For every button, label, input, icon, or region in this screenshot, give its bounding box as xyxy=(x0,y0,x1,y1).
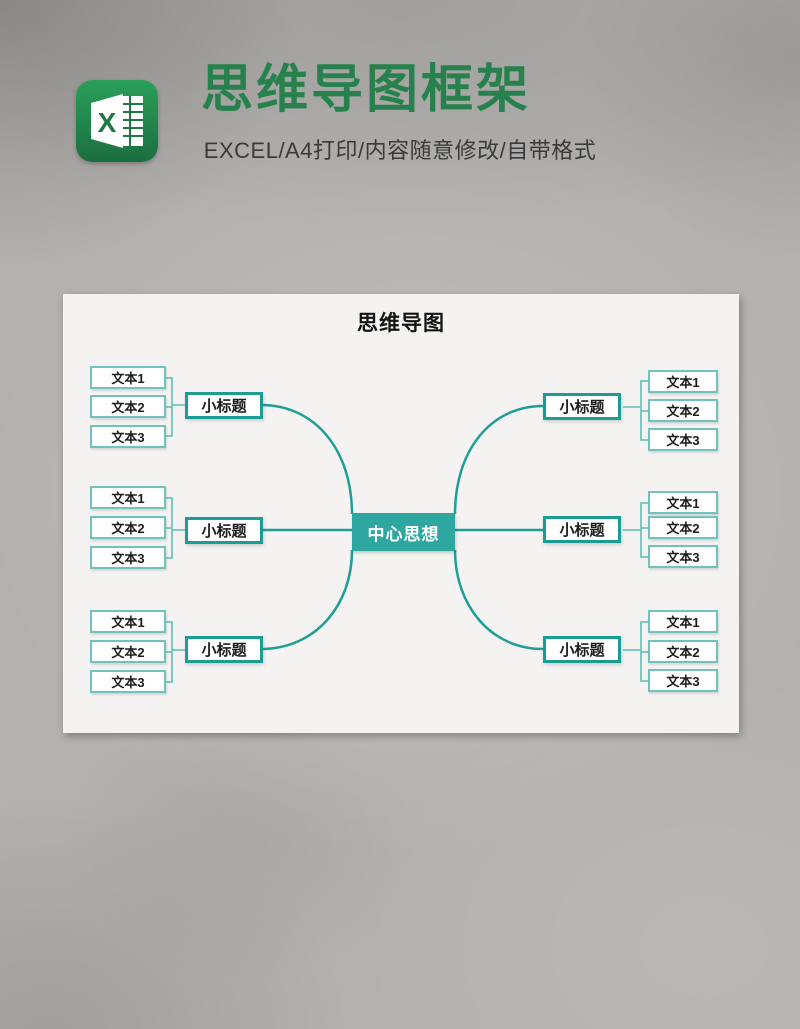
leaf-left-top-2: 文本2 xyxy=(90,395,166,418)
excel-icon: X xyxy=(76,80,158,162)
curve-left-bottom xyxy=(260,549,354,651)
leaf-right-top-3: 文本3 xyxy=(648,428,718,451)
branch-title-left-middle: 小标题 xyxy=(185,517,263,544)
page-title: 思维导图框架 xyxy=(201,61,532,119)
mindmap-card: 思维导图 中心思想 小标题 小标题 小标题 小标题 小标题 小标题 文本1 文本… xyxy=(63,294,739,733)
leaf-right-middle-2: 文本2 xyxy=(648,516,718,539)
branch-title-right-top: 小标题 xyxy=(543,393,621,420)
leaf-right-bottom-1: 文本1 xyxy=(648,610,718,633)
svg-text:X: X xyxy=(98,107,117,138)
leaf-left-bottom-2: 文本2 xyxy=(90,640,166,663)
branch-title-right-bottom: 小标题 xyxy=(543,636,621,663)
center-node: 中心思想 xyxy=(352,513,455,551)
excel-icon-graphic: X xyxy=(76,80,158,162)
curve-right-top xyxy=(453,404,544,515)
bracket-left-bottom xyxy=(166,621,185,683)
leaf-left-bottom-1: 文本1 xyxy=(90,610,166,633)
bracket-right-top xyxy=(623,380,648,441)
mindmap-title: 思维导图 xyxy=(357,312,445,335)
curve-right-bottom xyxy=(453,549,544,651)
curve-left-top xyxy=(260,403,354,515)
leaf-left-top-1: 文本1 xyxy=(90,366,166,389)
leaf-left-middle-3: 文本3 xyxy=(90,546,166,569)
leaf-left-middle-1: 文本1 xyxy=(90,486,166,509)
page-subtitle: EXCEL/A4打印/内容随意修改/自带格式 xyxy=(203,138,597,163)
connector-lines xyxy=(166,377,648,683)
leaf-right-top-1: 文本1 xyxy=(648,370,718,393)
bracket-left-top xyxy=(166,377,185,437)
branch-title-left-bottom: 小标题 xyxy=(185,636,263,663)
leaf-left-middle-2: 文本2 xyxy=(90,516,166,539)
bracket-right-middle xyxy=(623,502,648,558)
branch-title-right-middle: 小标题 xyxy=(543,516,621,543)
bracket-right-bottom xyxy=(623,621,648,682)
leaf-right-bottom-2: 文本2 xyxy=(648,640,718,663)
leaf-right-middle-1: 文本1 xyxy=(648,491,718,514)
leaf-right-middle-3: 文本3 xyxy=(648,545,718,568)
leaf-right-top-2: 文本2 xyxy=(648,399,718,422)
leaf-left-top-3: 文本3 xyxy=(90,425,166,448)
leaf-right-bottom-3: 文本3 xyxy=(648,669,718,692)
bracket-left-middle xyxy=(166,497,185,559)
leaf-left-bottom-3: 文本3 xyxy=(90,670,166,693)
branch-title-left-top: 小标题 xyxy=(185,392,263,419)
